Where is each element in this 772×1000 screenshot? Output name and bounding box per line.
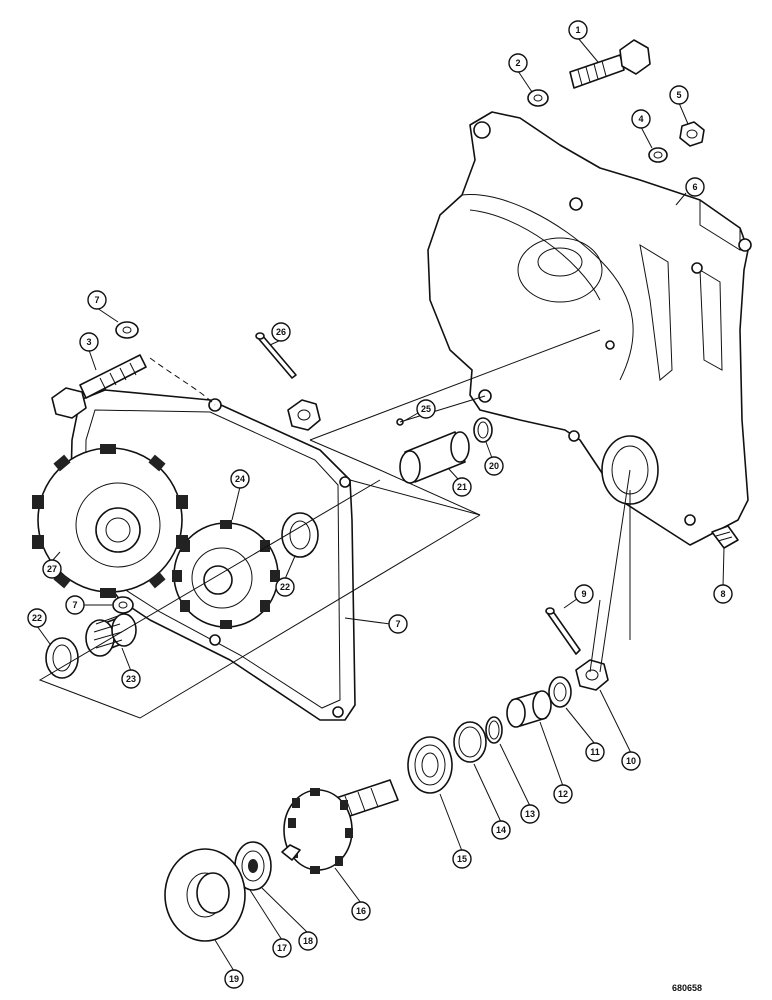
callout-7-top: 7 — [87, 290, 107, 310]
callout-3: 3 — [79, 332, 99, 352]
washer-7-top — [115, 321, 139, 339]
lock-washer-2 — [527, 89, 549, 107]
callout-24: 24 — [230, 469, 250, 489]
svg-text:14: 14 — [496, 825, 506, 835]
callout-17: 17 — [272, 938, 292, 958]
svg-text:18: 18 — [303, 936, 313, 946]
bolt-1 — [569, 39, 651, 89]
svg-text:7: 7 — [72, 600, 77, 610]
svg-text:20: 20 — [489, 461, 499, 471]
callout-19: 19 — [224, 969, 244, 989]
callout-6: 6 — [685, 177, 705, 197]
callout-23: 23 — [121, 669, 141, 689]
svg-text:25: 25 — [421, 404, 431, 414]
svg-text:1: 1 — [575, 25, 580, 35]
svg-text:24: 24 — [235, 474, 245, 484]
svg-text:10: 10 — [626, 756, 636, 766]
svg-text:17: 17 — [277, 943, 287, 953]
svg-text:19: 19 — [229, 974, 239, 984]
callout-10: 10 — [621, 751, 641, 771]
cup-14 — [453, 721, 487, 763]
washer-11 — [548, 676, 572, 708]
cotter-pin-26 — [255, 332, 297, 379]
nut-5 — [679, 121, 705, 147]
bearing-cup-22-right — [281, 512, 319, 558]
svg-text:8: 8 — [720, 589, 725, 599]
callout-1: 1 — [568, 20, 588, 40]
callout-12: 12 — [553, 784, 573, 804]
callout-22-right: 22 — [275, 577, 295, 597]
washer-7-middle — [112, 596, 134, 614]
callout-5: 5 — [669, 85, 689, 105]
castle-nut-10 — [575, 659, 609, 691]
callout-26: 26 — [271, 322, 291, 342]
callout-2: 2 — [508, 53, 528, 73]
figure-id-label: 680658 — [672, 983, 703, 993]
callout-7-gasket: 7 — [388, 614, 408, 634]
svg-text:7: 7 — [395, 619, 400, 629]
o-ring-20 — [473, 417, 493, 443]
svg-text:13: 13 — [525, 809, 535, 819]
svg-text:16: 16 — [356, 906, 366, 916]
callout-21: 21 — [452, 477, 472, 497]
svg-text:21: 21 — [457, 482, 467, 492]
svg-text:6: 6 — [692, 182, 697, 192]
assembly-lines — [38, 329, 631, 719]
small-gear-24 — [172, 520, 280, 629]
callout-7-middle: 7 — [65, 595, 85, 615]
callout-9: 9 — [574, 584, 594, 604]
shaft-21 — [399, 431, 470, 484]
svg-text:12: 12 — [558, 789, 568, 799]
svg-text:2: 2 — [515, 58, 520, 68]
lock-washer-4 — [648, 147, 668, 163]
callout-22-left: 22 — [27, 608, 47, 628]
svg-text:22: 22 — [32, 613, 42, 623]
spacer-12 — [506, 690, 552, 728]
seal-22-left — [45, 637, 79, 679]
ball-bearing-15 — [407, 736, 453, 794]
callout-8: 8 — [713, 584, 733, 604]
svg-text:5: 5 — [676, 90, 681, 100]
gear-housing — [427, 111, 752, 546]
callout-14: 14 — [491, 820, 511, 840]
svg-text:23: 23 — [126, 674, 136, 684]
svg-text:4: 4 — [638, 114, 643, 124]
svg-text:22: 22 — [280, 582, 290, 592]
callout-25: 25 — [416, 399, 436, 419]
svg-text:9: 9 — [581, 589, 586, 599]
callout-13: 13 — [520, 804, 540, 824]
callout-4: 4 — [631, 109, 651, 129]
callout-16: 16 — [351, 901, 371, 921]
callout-18: 18 — [298, 931, 318, 951]
cotter-pin-9 — [545, 607, 581, 655]
callout-15: 15 — [452, 849, 472, 869]
snap-ring-13 — [485, 716, 503, 744]
svg-text:11: 11 — [590, 747, 600, 757]
needle-bearing-23 — [85, 613, 137, 657]
svg-text:15: 15 — [457, 854, 467, 864]
svg-text:7: 7 — [94, 295, 99, 305]
bearing-18 — [234, 841, 272, 891]
bolt-3 — [51, 354, 147, 419]
large-gear-27 — [32, 444, 188, 598]
svg-text:26: 26 — [276, 327, 286, 337]
seal-19 — [164, 848, 246, 942]
castle-nut-upper — [287, 399, 321, 431]
callout-27: 27 — [42, 559, 62, 579]
svg-text:27: 27 — [47, 564, 57, 574]
plug-8 — [711, 525, 739, 549]
svg-text:3: 3 — [86, 337, 91, 347]
callout-20: 20 — [484, 456, 504, 476]
pinion-shaft-16 — [281, 779, 399, 874]
callout-11: 11 — [585, 742, 605, 762]
